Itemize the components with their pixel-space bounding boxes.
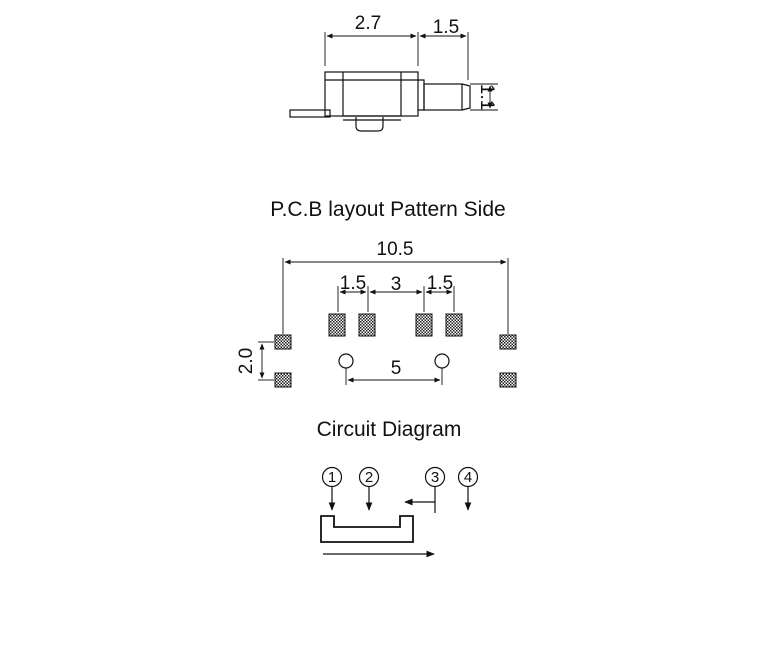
pin-1: 1 xyxy=(321,466,343,511)
dim-overall: 10.5 xyxy=(377,239,414,260)
slider-contact xyxy=(320,515,414,543)
locating-hole xyxy=(434,353,450,369)
svg-text:1: 1 xyxy=(328,469,336,486)
side-view: 2.7 1.5 1.1 xyxy=(289,13,498,132)
pin-4: 4 xyxy=(457,466,479,511)
pad xyxy=(445,313,463,337)
dim-pad-left: 1.5 xyxy=(340,273,366,294)
svg-text:4: 4 xyxy=(464,469,472,486)
mounting-pad xyxy=(499,372,517,388)
pad xyxy=(415,313,433,337)
mounting-pad xyxy=(499,334,517,350)
mounting-pad xyxy=(274,372,292,388)
svg-text:2: 2 xyxy=(365,469,373,486)
dim-hole-pitch: 5 xyxy=(391,358,402,379)
dim-actuator-height: 1.1 xyxy=(476,84,497,110)
pin-2: 2 xyxy=(358,466,380,511)
dim-body-width: 2.7 xyxy=(355,13,381,34)
dim-pad-gap: 3 xyxy=(391,274,402,295)
locating-hole xyxy=(338,353,354,369)
pad xyxy=(358,313,376,337)
dim-pad-right: 1.5 xyxy=(427,273,453,294)
pad xyxy=(328,313,346,337)
switch-body-side xyxy=(289,71,419,132)
mounting-pad xyxy=(274,334,292,350)
dim-vertical: 2.0 xyxy=(236,348,257,374)
actuator-side xyxy=(418,79,471,111)
svg-text:3: 3 xyxy=(431,469,439,486)
pcb-layout-title: P.C.B layout Pattern Side xyxy=(270,198,505,221)
circuit-diagram-title: Circuit Diagram xyxy=(317,418,462,441)
circuit-diagram: 1 2 3 4 xyxy=(320,466,479,558)
pcb-layout: 10.5 1.5 3 1.5 2.0 5 xyxy=(236,239,517,388)
dim-actuator-length: 1.5 xyxy=(433,17,459,38)
pin-3: 3 xyxy=(404,466,446,513)
